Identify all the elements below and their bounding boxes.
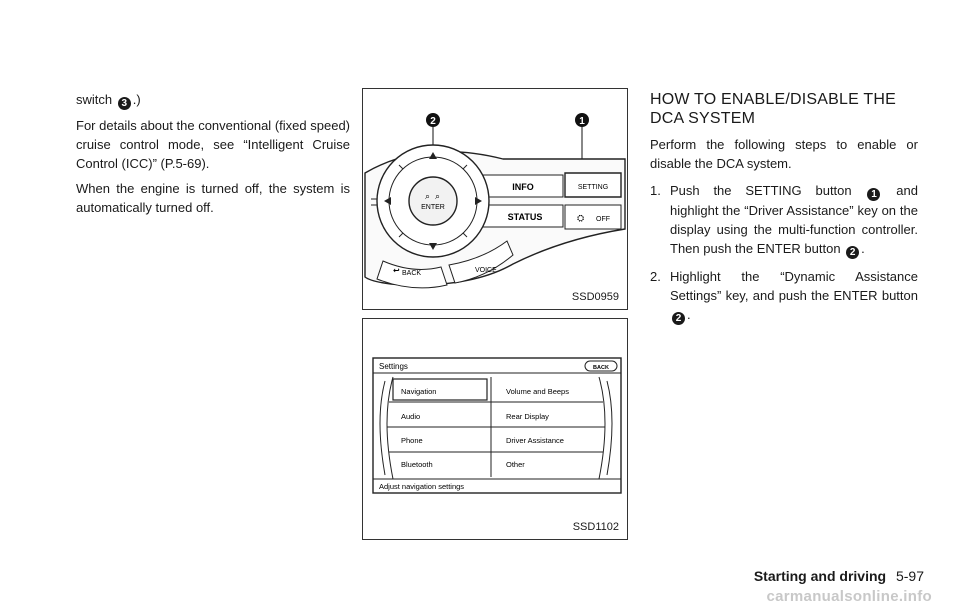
engine-off-paragraph: When the engine is turned off, the syste… — [76, 181, 350, 215]
info-button-label: INFO — [512, 182, 534, 192]
right-column: HOW TO ENABLE/DISABLE THE DCA SYSTEM Per… — [650, 90, 918, 333]
dca-icon: ⛭ — [577, 214, 584, 224]
menu-item-rear-display: Rear Display — [506, 412, 549, 421]
step-1: 1. Push the SETTING button 1 and highlig… — [650, 183, 918, 259]
intro-paragraph: Perform the following steps to enable or… — [650, 137, 918, 171]
menu-item-phone: Phone — [401, 436, 423, 445]
section-heading: HOW TO ENABLE/DISABLE THE DCA SYSTEM — [650, 91, 896, 127]
figure-code: SSD1102 — [572, 521, 619, 533]
zoom-in-icon: ⌕ — [435, 192, 440, 202]
page-footer: Starting and driving 5-97 — [754, 568, 924, 584]
controller-figure: 2 1 INFO SETTING STATUS OFF ⛭ ENTER ⌕ — [362, 88, 628, 310]
page-number: 5-97 — [895, 568, 924, 584]
left-column: switch 3.) For details about the convent… — [76, 90, 350, 223]
menu-item-driver-assistance: Driver Assistance — [506, 436, 564, 445]
enter-button-label: ENTER — [421, 204, 445, 211]
step-2: 2. Highlight the “Dynamic Assistance Set… — [650, 269, 918, 325]
settings-title: Settings — [379, 362, 408, 371]
callout-3-icon: 3 — [117, 97, 131, 110]
settings-screen-figure: Settings BACK Navigation Audio Phone Blu… — [362, 318, 628, 540]
watermark: carmanualsonline.info — [766, 588, 932, 605]
callout-1-icon: 1 — [867, 188, 881, 201]
menu-item-audio: Audio — [401, 412, 420, 421]
zoom-out-icon: ⌕ — [425, 192, 430, 202]
switch-line: switch 3.) — [76, 92, 141, 110]
callout-2-icon: 2 — [846, 246, 860, 259]
menu-item-other: Other — [506, 460, 525, 469]
controller-illustration: 2 1 INFO SETTING STATUS OFF ⛭ ENTER ⌕ — [364, 113, 626, 289]
footer-section-name: Starting and driving — [753, 568, 887, 584]
off-button-label: OFF — [596, 216, 610, 223]
figure-code: SSD0959 — [571, 291, 619, 303]
status-button-label: STATUS — [508, 212, 543, 222]
back-key: BACK — [593, 365, 609, 371]
menu-item-navigation: Navigation — [401, 387, 436, 396]
callout-1: 1 — [579, 116, 585, 127]
back-arrow-icon: ↩ — [393, 266, 400, 275]
callout-2-icon: 2 — [672, 312, 685, 325]
icc-paragraph: For details about the conventional (fixe… — [76, 118, 350, 171]
settings-screen-illustration: Settings BACK Navigation Audio Phone Blu… — [372, 357, 622, 494]
callout-2: 2 — [430, 116, 436, 127]
voice-button-label: VOICE — [475, 267, 497, 274]
status-text: Adjust navigation settings — [379, 482, 464, 491]
back-button-label: BACK — [402, 270, 421, 277]
setting-button-label: SETTING — [578, 184, 608, 191]
menu-item-volume: Volume and Beeps — [506, 387, 569, 396]
menu-item-bluetooth: Bluetooth — [401, 460, 433, 469]
